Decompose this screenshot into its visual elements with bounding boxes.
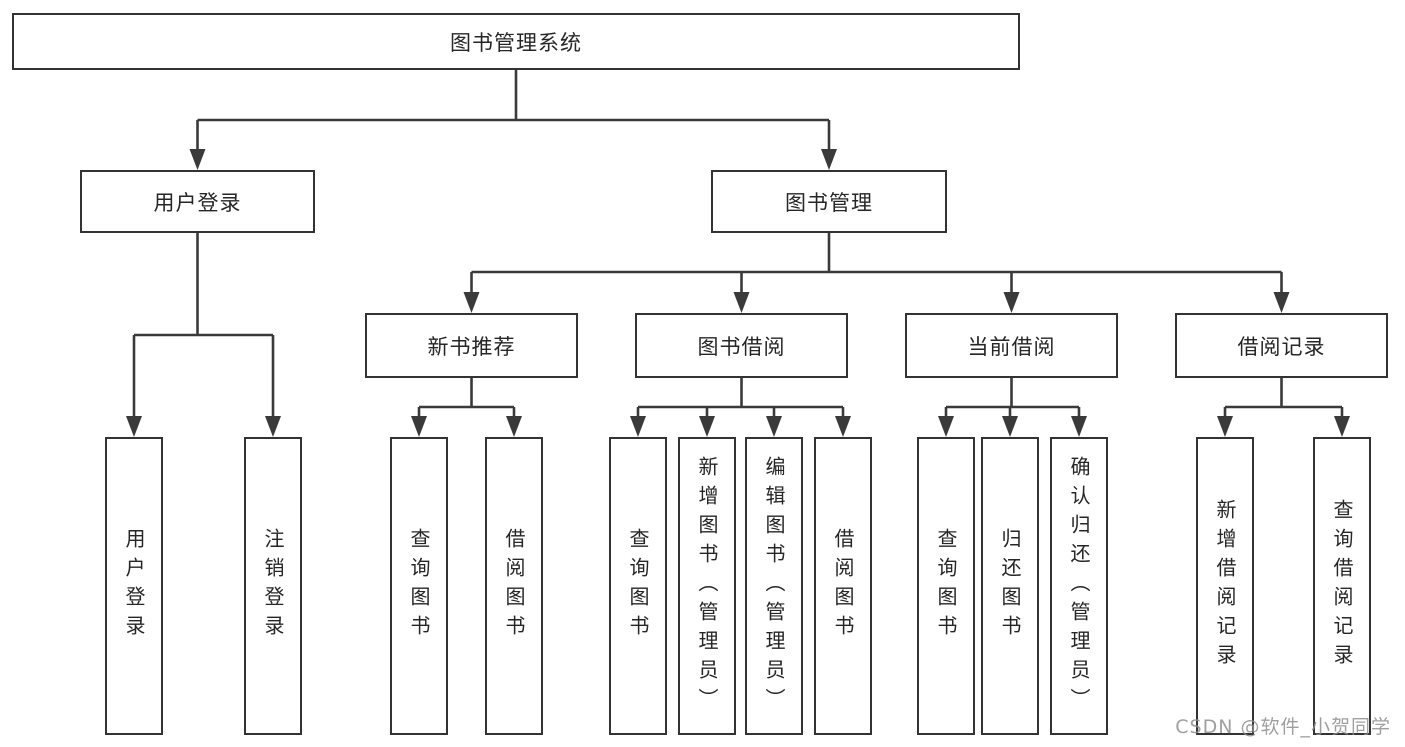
node-label: 借阅图书 (831, 528, 855, 644)
node-label: 图书借阅 (697, 334, 786, 359)
arrowhead-down-icon (1334, 416, 1350, 437)
node-label: 图书管理 (785, 190, 873, 215)
node-label: 借阅图书 (502, 528, 526, 644)
node-bb-borrow-book: 借阅图书 (814, 437, 872, 735)
node-label: 用户登录 (153, 190, 242, 215)
arrowhead-down-icon (1003, 292, 1020, 313)
node-nb-query-book: 查询图书 (390, 437, 448, 735)
node-label: 用户登录 (122, 528, 146, 644)
node-br-add-record: 新增借阅记录 (1196, 437, 1254, 735)
arrowhead-down-icon (733, 292, 750, 313)
node-label: 新增图书（管理员） (695, 455, 719, 717)
node-label: 归还图书 (998, 528, 1022, 644)
node-label: 查询图书 (626, 528, 650, 644)
node-bb-add-book: 新增图书（管理员） (678, 437, 736, 735)
arrowhead-down-icon (1002, 416, 1018, 437)
node-book-manage: 图书管理 (711, 170, 947, 233)
arrowhead-down-icon (699, 416, 715, 437)
node-new-book-recommend: 新书推荐 (365, 313, 578, 378)
node-cb-confirm-return: 确认归还（管理员） (1050, 437, 1108, 735)
arrowhead-down-icon (821, 149, 837, 170)
arrowhead-down-icon (265, 416, 281, 437)
node-label: 借阅记录 (1237, 334, 1326, 359)
node-label: 查询借阅记录 (1330, 499, 1354, 673)
node-label: 查询图书 (407, 528, 431, 644)
node-cb-query-book: 查询图书 (917, 437, 975, 735)
arrowhead-down-icon (411, 416, 427, 437)
arrowhead-down-icon (938, 416, 954, 437)
arrowhead-down-icon (766, 416, 782, 437)
node-logout-action: 注销登录 (244, 437, 302, 735)
node-label: 新增借阅记录 (1213, 499, 1237, 673)
arrowhead-down-icon (1273, 292, 1290, 313)
node-cb-return-book: 归还图书 (981, 437, 1039, 735)
node-current-borrow: 当前借阅 (905, 313, 1118, 378)
node-borrow-records: 借阅记录 (1175, 313, 1388, 378)
node-label: 确认归还（管理员） (1067, 455, 1091, 717)
arrowhead-down-icon (630, 416, 646, 437)
node-user-login: 用户登录 (80, 170, 315, 233)
arrowhead-down-icon (126, 416, 142, 437)
node-bb-query-book: 查询图书 (609, 437, 667, 735)
arrowhead-down-icon (506, 416, 522, 437)
arrowhead-down-icon (189, 149, 206, 170)
node-br-query-record: 查询借阅记录 (1313, 437, 1371, 735)
arrowhead-down-icon (463, 292, 480, 313)
csdn-watermark: CSDN @软件_小贺同学 (1175, 716, 1391, 738)
node-label: 注销登录 (261, 528, 285, 644)
node-login-action: 用户登录 (105, 437, 163, 735)
arrowhead-down-icon (835, 416, 851, 437)
node-bb-edit-book: 编辑图书（管理员） (745, 437, 803, 735)
node-label: 当前借阅 (967, 334, 1056, 359)
node-label: 图书管理系统 (450, 30, 582, 55)
arrowhead-down-icon (1071, 416, 1087, 437)
node-nb-borrow-book: 借阅图书 (485, 437, 543, 735)
arrowhead-down-icon (1217, 416, 1233, 437)
node-label: 新书推荐 (427, 334, 516, 359)
node-system: 图书管理系统 (12, 13, 1020, 70)
node-label: 查询图书 (934, 528, 958, 644)
node-book-borrow: 图书借阅 (635, 313, 848, 378)
node-label: 编辑图书（管理员） (762, 455, 786, 717)
